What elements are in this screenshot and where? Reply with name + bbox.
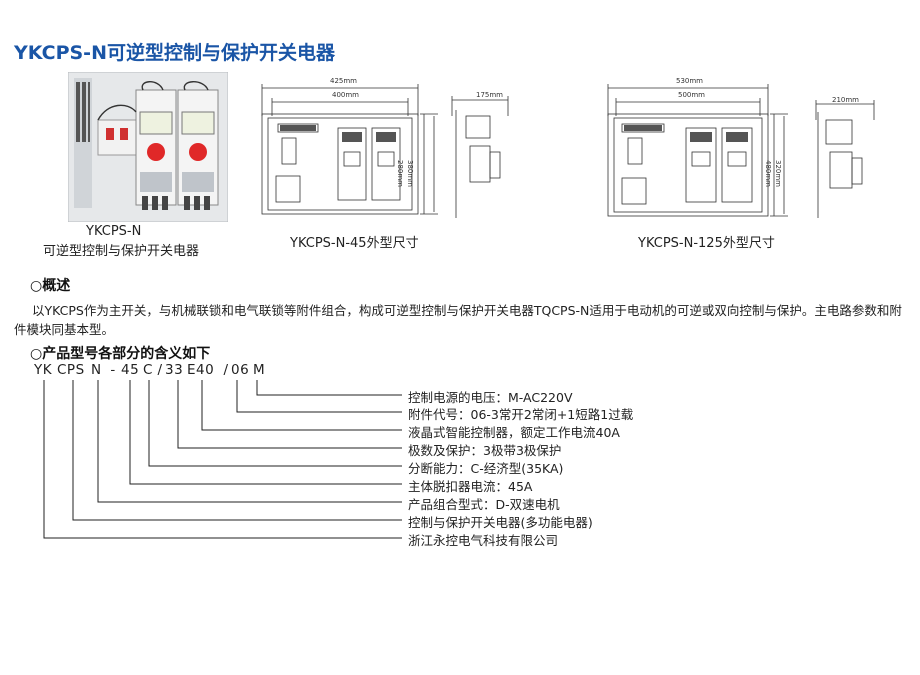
code-part-slash1: /	[157, 362, 163, 378]
photo-caption-line1: YKCPS-N	[86, 224, 142, 239]
drawing2-caption: YKCPS-N-125外型尺寸	[638, 236, 775, 251]
explanation-item: 液晶式智能控制器，额定工作电流40A	[408, 425, 620, 440]
explanation-item: 控制与保护开关电器(多功能电器)	[408, 515, 593, 530]
explanation-item: 极数及保护：3极带3极保护	[408, 443, 562, 458]
explanation-item: 产品组合型式：D-双速电机	[408, 497, 560, 512]
dim-inner-45: 400mm	[332, 91, 359, 99]
explanation-item: 分断能力：C-经济型(35KA)	[408, 461, 564, 476]
code-part-yk: YK	[34, 362, 53, 378]
explanation-item: 主体脱扣器电流：45A	[408, 479, 533, 494]
code-part-cps: CPS	[57, 362, 85, 378]
code-part-06: 06	[231, 362, 250, 378]
dimension-drawing-45	[261, 84, 509, 218]
code-part-m: M	[253, 362, 266, 378]
dim-side-45: 175mm	[476, 91, 503, 99]
code-part-45: 45	[121, 362, 140, 378]
dim-outer-125: 530mm	[676, 77, 703, 85]
drawing1-caption: YKCPS-N-45外型尺寸	[290, 236, 419, 251]
code-part-33: 33	[165, 362, 184, 378]
page-title: YKCPS-N可逆型控制与保护开关电器	[14, 42, 335, 64]
dim-inner-125: 500mm	[678, 91, 705, 99]
overview-heading: ○概述	[30, 278, 71, 294]
photo-caption-line2: 可逆型控制与保护开关电器	[43, 244, 200, 259]
model-heading: ○产品型号各部分的含义如下	[30, 346, 211, 362]
circle-bullet-icon: ○	[30, 278, 43, 294]
dim-side-125: 210mm	[832, 96, 859, 104]
explanation-item: 浙江永控电气科技有限公司	[408, 533, 559, 548]
explanation-item: 附件代号：06-3常开2常闭+1短路1过载	[408, 407, 634, 422]
code-part-dash: -	[110, 362, 116, 378]
overview-text: 以YKCPS作为主开关，与机械联锁和电气联锁等附件组合，构成可逆型控制与保护开关…	[14, 303, 902, 337]
code-part-e40: E40	[187, 362, 215, 378]
product-photo	[68, 72, 228, 222]
code-part-n: N	[91, 362, 102, 378]
circle-bullet-icon: ○	[30, 346, 43, 362]
explanation-item: 控制电源的电压：M-AC220V	[408, 390, 573, 405]
dim-outer-45: 425mm	[330, 77, 357, 85]
code-part-c: C	[143, 362, 153, 378]
dimension-drawing-125	[607, 84, 875, 218]
code-part-slash2: /	[223, 362, 229, 378]
